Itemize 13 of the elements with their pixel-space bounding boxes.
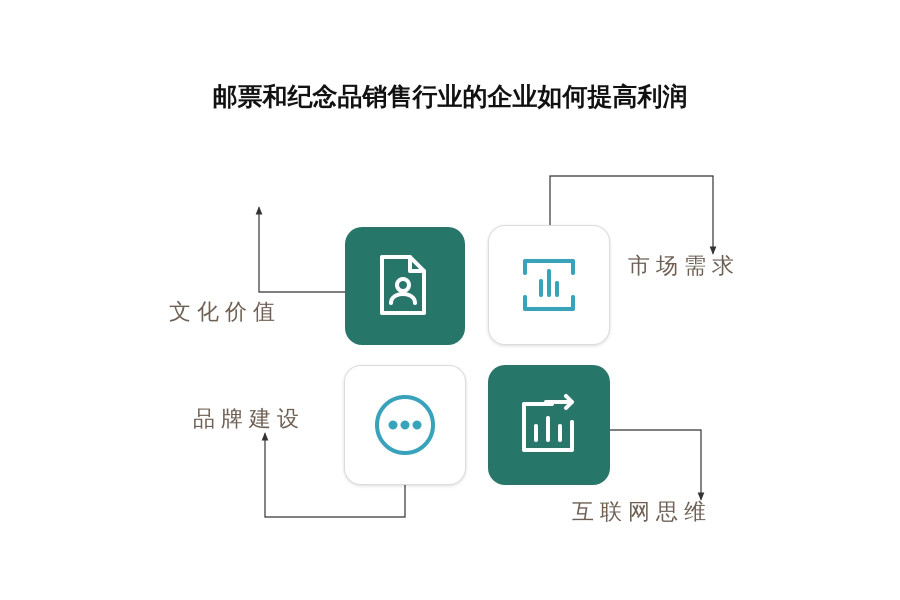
topic-text: 品牌建设 (193, 407, 305, 433)
topic-text: 互联网思维 (572, 500, 712, 526)
topic-text: 市场需求 (628, 254, 740, 280)
arrow (262, 432, 406, 518)
icon-tile (344, 365, 466, 485)
arrow (256, 206, 345, 293)
title: 邮票和纪念品销售行业的企业如何提高利润 (212, 81, 688, 113)
topic-text: 文化价值 (169, 300, 281, 326)
icon-tile (345, 227, 465, 345)
icon-tile (488, 365, 610, 485)
icon-tile (488, 225, 610, 345)
arrow (549, 175, 716, 255)
arrow (610, 429, 704, 501)
